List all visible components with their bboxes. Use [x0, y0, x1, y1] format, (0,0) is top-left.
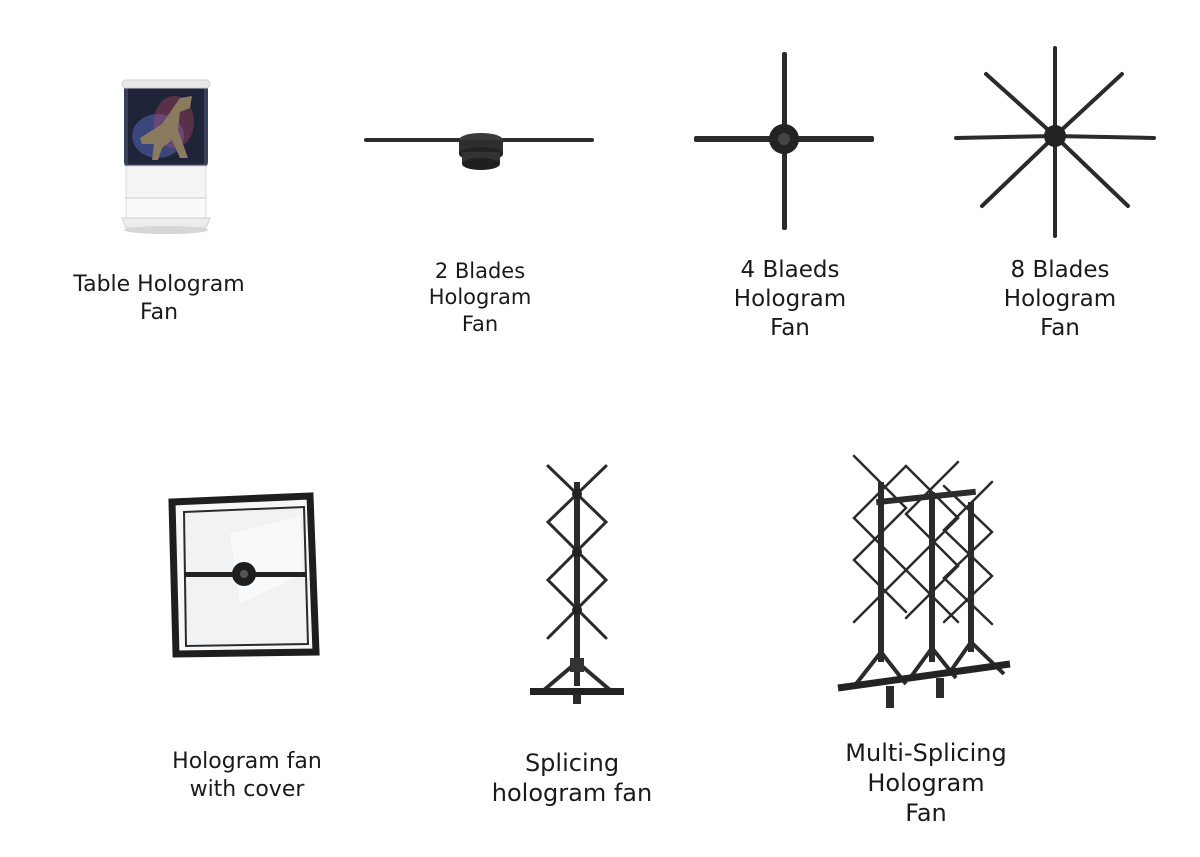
table-hologram-fan-image: [118, 78, 214, 238]
8-blades-fan-image: [952, 44, 1158, 240]
product-label: Multi-Splicing Hologram Fan: [845, 739, 1007, 827]
2-blades-fan-image: [362, 122, 598, 176]
product-label: Table Hologram Fan: [73, 272, 245, 325]
product-label: 4 Blaeds Hologram Fan: [733, 257, 847, 341]
product-label: Splicing hologram fan: [491, 749, 653, 807]
product-label: 8 Blades Hologram Fan: [1003, 257, 1117, 341]
4-blades-fan-image: [692, 50, 876, 232]
splicing-hologram-fan-image: [526, 462, 626, 708]
multi-splicing-hologram-fan-image: [836, 452, 1016, 714]
product-label: 2 Blades Hologram Fan: [428, 259, 532, 336]
product-label: Hologram fan with cover: [172, 749, 322, 802]
hologram-fan-with-cover-image: [168, 492, 320, 658]
